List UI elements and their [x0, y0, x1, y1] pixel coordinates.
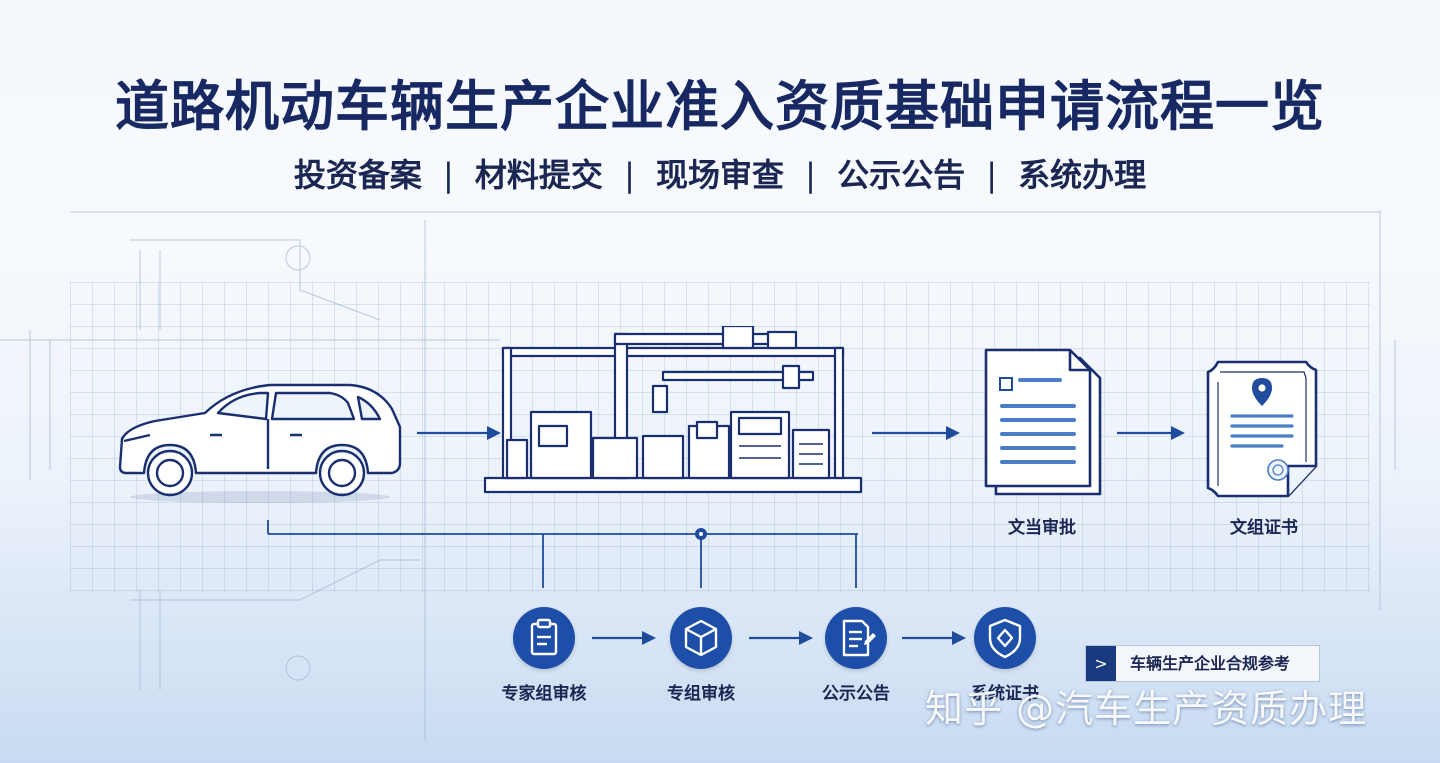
document-approval-label: 文当审批	[1008, 518, 1076, 538]
subtitle-separator: |	[986, 156, 997, 194]
cube-icon	[684, 619, 718, 657]
zhihu-watermark: 知乎 @汽车生产资质办理	[925, 687, 1368, 731]
production-line-icon	[483, 326, 863, 494]
notice-document-icon	[842, 619, 876, 657]
flow-arrow	[902, 631, 966, 645]
subtitle-item-system-processing: 系统办理	[1018, 156, 1147, 194]
subtitle-separator: |	[805, 156, 816, 194]
flow-arrow	[749, 631, 813, 645]
system-certificate-step	[974, 607, 1036, 669]
document-icon	[984, 348, 1102, 496]
chevron-right-icon: >	[1086, 646, 1116, 681]
subtitle-item-public-notice: 公示公告	[837, 156, 966, 194]
special-review-label: 专组审核	[667, 684, 735, 704]
suv-car-icon	[118, 383, 402, 503]
expert-review-step	[513, 607, 575, 669]
flow-arrow	[592, 631, 656, 645]
flow-arrow	[872, 426, 960, 440]
subtitle-item-investment-filing: 投资备案	[293, 156, 422, 194]
subtitle-item-material-submission: 材料提交	[474, 156, 603, 194]
compliance-reference-badge: > 车辆生产企业合规参考	[1085, 645, 1320, 682]
page-title: 道路机动车辆生产企业准入资质基础申请流程一览	[115, 75, 1325, 138]
subtitle-separator: |	[442, 156, 454, 194]
subtitle-separator: |	[624, 156, 635, 194]
compliance-reference-text: 车辆生产企业合规参考	[1130, 654, 1291, 673]
system-certificate-label: 系统证书	[971, 684, 1039, 704]
subtitle-bar: 投资备案 | 材料提交 | 现场审查 | 公示公告 | 系统办理	[0, 150, 1440, 196]
expert-review-label: 专家组审核	[501, 684, 587, 704]
flow-arrow	[417, 426, 501, 440]
public-notice-label: 公示公告	[822, 684, 890, 704]
flow-arrow	[1117, 426, 1185, 440]
special-review-step	[670, 607, 732, 669]
certificate-icon	[1206, 360, 1318, 498]
subtitle-item-onsite-review: 现场审查	[655, 156, 784, 194]
certificate-label: 文组证书	[1230, 518, 1298, 538]
public-notice-step	[825, 607, 887, 669]
shield-icon	[988, 618, 1022, 659]
connector-lines	[267, 520, 858, 588]
clipboard-icon	[530, 618, 558, 656]
